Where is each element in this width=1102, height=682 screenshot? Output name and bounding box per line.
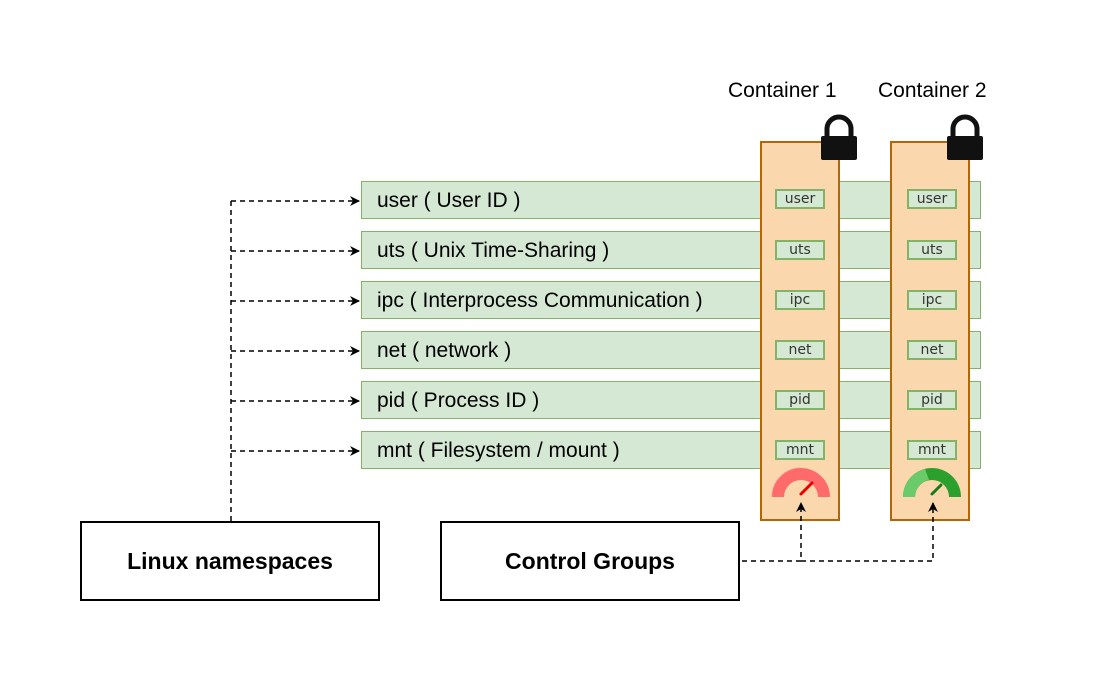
cgroup-arrow-container-1 bbox=[742, 502, 806, 562]
cgroup-arrow-container-2 bbox=[801, 502, 938, 562]
container-1-lock-icon bbox=[821, 114, 857, 160]
namespace-band-pid bbox=[361, 381, 981, 419]
namespace-label-user: user ( User ID ) bbox=[377, 189, 521, 212]
namespace-label-pid: pid ( Process ID ) bbox=[377, 389, 540, 412]
namespace-band-ipc bbox=[361, 281, 981, 319]
container-1-tag-user: user bbox=[775, 189, 825, 209]
container-1-tag-pid: pid bbox=[775, 390, 825, 410]
container-2-title: Container 2 bbox=[878, 79, 987, 102]
container-2-lock-icon bbox=[947, 114, 983, 160]
control-groups-box: Control Groups bbox=[440, 521, 740, 601]
container-1-title: Container 1 bbox=[728, 79, 837, 102]
container-1-tag-uts: uts bbox=[775, 240, 825, 260]
container-1-tag-mnt: mnt bbox=[775, 440, 825, 460]
namespace-band-net bbox=[361, 331, 981, 369]
container-2-tag-net: net bbox=[907, 340, 957, 360]
container-1-tag-ipc: ipc bbox=[775, 290, 825, 310]
container-2-tag-ipc: ipc bbox=[907, 290, 957, 310]
linux-namespaces-box: Linux namespaces bbox=[80, 521, 380, 601]
container-2-tag-user: user bbox=[907, 189, 957, 209]
container-2-tag-mnt: mnt bbox=[907, 440, 957, 460]
container-2-tag-pid: pid bbox=[907, 390, 957, 410]
namespace-label-mnt: mnt ( Filesystem / mount ) bbox=[377, 439, 620, 462]
namespace-band-mnt bbox=[361, 431, 981, 469]
container-2-tag-uts: uts bbox=[907, 240, 957, 260]
namespace-band-user bbox=[361, 181, 981, 219]
container-2-gauge-icon bbox=[903, 468, 961, 497]
container-1-gauge-icon bbox=[771, 467, 830, 498]
namespace-label-net: net ( network ) bbox=[377, 339, 512, 362]
container-1-tag-net: net bbox=[775, 340, 825, 360]
namespace-label-ipc: ipc ( Interprocess Communication ) bbox=[377, 289, 703, 312]
namespace-band-uts bbox=[361, 231, 981, 269]
namespace-label-uts: uts ( Unix Time-Sharing ) bbox=[377, 239, 610, 262]
